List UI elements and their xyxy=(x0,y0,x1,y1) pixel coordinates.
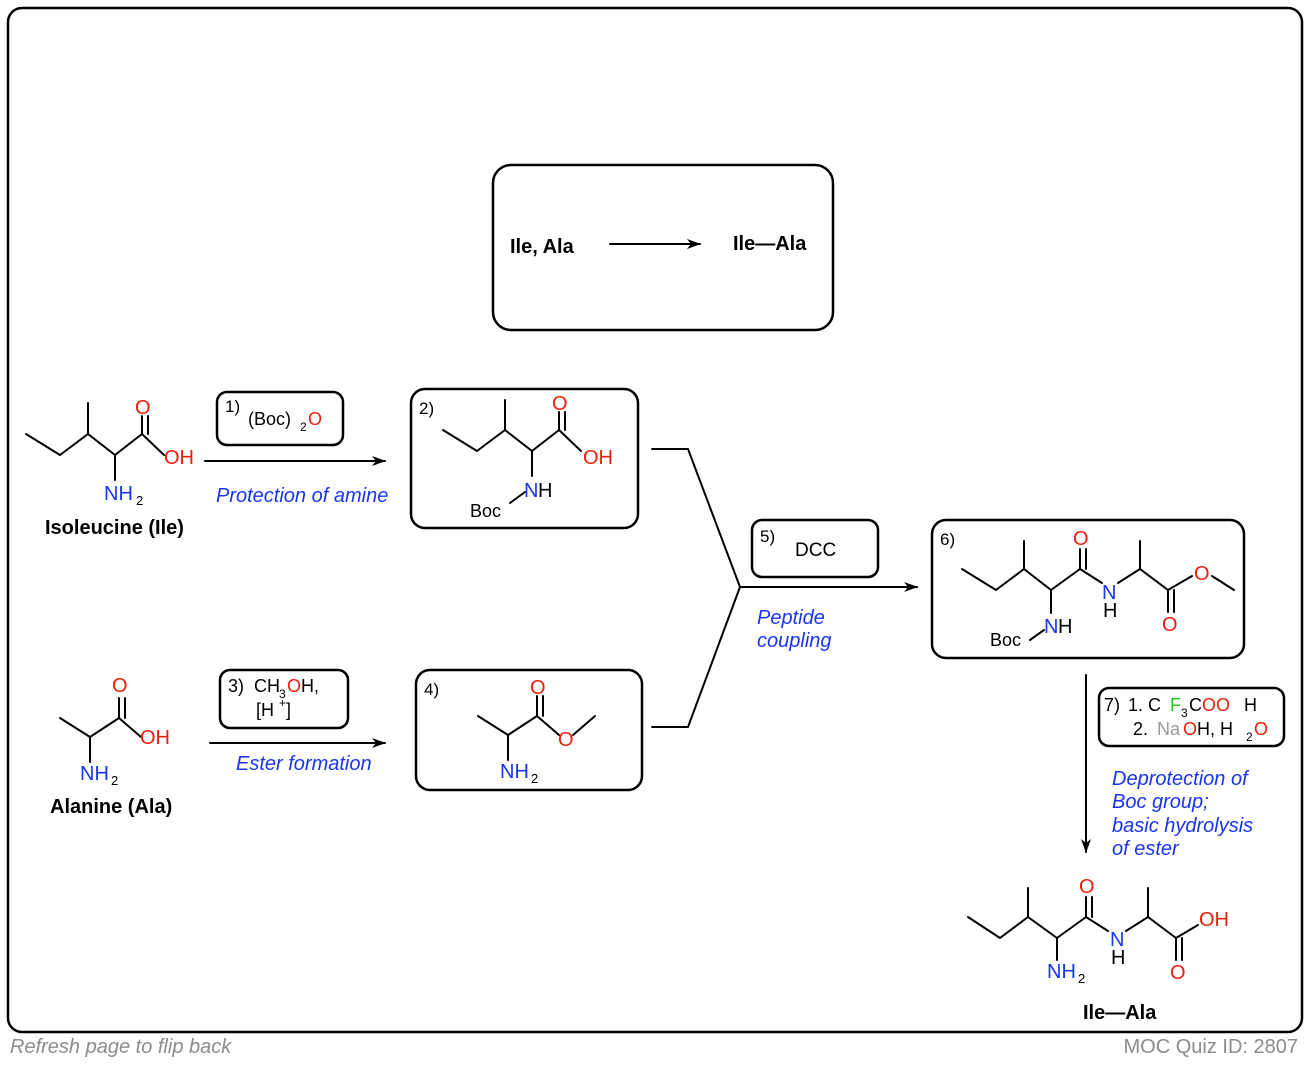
svg-text:2: 2 xyxy=(531,771,538,786)
svg-text:2): 2) xyxy=(419,399,434,418)
svg-text:O: O xyxy=(135,397,151,419)
step5-note-line1: Peptide xyxy=(757,607,825,629)
step3-note: Ester formation xyxy=(236,753,372,775)
svg-text:6): 6) xyxy=(940,530,955,549)
svg-text:2: 2 xyxy=(1246,730,1253,744)
svg-text:4): 4) xyxy=(424,680,439,699)
refresh-hint: Refresh page to flip back xyxy=(10,1036,232,1058)
svg-text:7): 7) xyxy=(1104,695,1120,715)
svg-text:N: N xyxy=(1102,582,1116,604)
isoleucine-structure: O OH NH 2 Isoleucine (Ile) xyxy=(25,397,194,539)
svg-text:H: H xyxy=(1058,616,1072,638)
svg-text:2: 2 xyxy=(111,773,118,788)
svg-text:3: 3 xyxy=(279,687,286,701)
svg-text:O: O xyxy=(1073,528,1089,550)
svg-text:O: O xyxy=(552,393,568,415)
quiz-id: MOC Quiz ID: 2807 xyxy=(1123,1036,1298,1058)
step7-note-line2: Boc group; xyxy=(1112,791,1209,813)
connector-top xyxy=(651,448,741,588)
svg-text:3): 3) xyxy=(228,676,244,696)
isoleucine-name: Isoleucine (Ile) xyxy=(45,517,184,539)
svg-text:5): 5) xyxy=(760,527,775,546)
svg-text:H, H: H, H xyxy=(1197,719,1233,739)
svg-text:O: O xyxy=(287,676,301,696)
step4-alanine-methyl-ester: 4) O O NH 2 xyxy=(414,668,644,792)
svg-text:H: H xyxy=(1103,600,1117,622)
svg-text:3: 3 xyxy=(1181,706,1188,720)
svg-text:H: H xyxy=(538,480,552,502)
svg-text:C: C xyxy=(1189,695,1202,715)
svg-text:1): 1) xyxy=(225,397,240,416)
svg-text:NH: NH xyxy=(500,761,529,783)
svg-text:OH: OH xyxy=(583,447,613,469)
svg-text:2: 2 xyxy=(1078,971,1085,986)
svg-text:N: N xyxy=(524,480,538,502)
step7-reagent: 7) 1. C F 3 C OO H 2. Na O H, H 2 O xyxy=(1097,686,1286,748)
svg-text:O: O xyxy=(1170,962,1186,984)
svg-text:N: N xyxy=(1044,616,1058,638)
svg-text:]: ] xyxy=(286,700,291,720)
step6-protected-dipeptide: 6) O N H O O N H Boc xyxy=(930,518,1246,660)
svg-text:F: F xyxy=(1170,695,1181,715)
alanine-name: Alanine (Ala) xyxy=(50,796,172,818)
svg-text:N: N xyxy=(1110,929,1124,951)
svg-text:O: O xyxy=(1183,719,1197,739)
svg-text:OH: OH xyxy=(1199,909,1229,931)
svg-text:2: 2 xyxy=(136,493,143,508)
summary-right: Ile—Ala xyxy=(733,233,807,255)
outer-frame xyxy=(6,6,1304,1034)
svg-text:NH: NH xyxy=(80,763,109,785)
summary-left: Ile, Ala xyxy=(510,236,575,258)
svg-text:O: O xyxy=(308,409,322,429)
step7-note-line3: basic hydrolysis xyxy=(1112,815,1253,837)
svg-text:OO: OO xyxy=(1202,695,1230,715)
svg-text:2.: 2. xyxy=(1133,719,1148,739)
svg-text:(Boc): (Boc) xyxy=(248,409,291,429)
svg-text:O: O xyxy=(1254,719,1268,739)
svg-text:NH: NH xyxy=(1047,961,1076,983)
svg-text:H,: H, xyxy=(301,676,319,696)
svg-text:O: O xyxy=(112,675,128,697)
svg-text:+: + xyxy=(279,696,286,710)
svg-text:O: O xyxy=(1194,563,1210,585)
step2-boc-isoleucine: 2) O OH N H Boc xyxy=(409,387,640,530)
svg-text:CH: CH xyxy=(254,676,280,696)
step5-note-line2: coupling xyxy=(757,630,832,652)
svg-text:O: O xyxy=(530,677,546,699)
svg-text:1. C: 1. C xyxy=(1128,695,1161,715)
product-ile-ala: O N H OH O NH 2 Ile—Ala xyxy=(967,876,1229,1024)
svg-text:NH: NH xyxy=(104,483,133,505)
alanine-structure: O OH NH 2 Alanine (Ala) xyxy=(50,675,172,818)
svg-text:Na: Na xyxy=(1157,719,1181,739)
svg-text:Boc: Boc xyxy=(470,501,501,521)
connector-bottom xyxy=(651,586,741,728)
step7-note-line4: of ester xyxy=(1112,838,1180,860)
svg-text:O: O xyxy=(1079,876,1095,898)
svg-text:OH: OH xyxy=(140,727,170,749)
step1-note: Protection of amine xyxy=(216,485,388,507)
svg-text:OH: OH xyxy=(164,447,194,469)
svg-text:O: O xyxy=(1162,614,1178,636)
svg-text:Boc: Boc xyxy=(990,630,1021,650)
svg-text:[H: [H xyxy=(256,700,274,720)
svg-text:H: H xyxy=(1244,695,1257,715)
svg-text:H: H xyxy=(1111,947,1125,969)
summary-box: Ile, Ala Ile—Ala xyxy=(491,163,835,332)
step7-note-line1: Deprotection of xyxy=(1112,768,1250,790)
svg-text:O: O xyxy=(558,729,574,751)
step3-reagent: 3) CH 3 O H, [H + ] xyxy=(218,668,350,730)
svg-text:DCC: DCC xyxy=(795,540,836,561)
svg-text:2: 2 xyxy=(300,420,307,434)
step5-reagent: 5) DCC xyxy=(750,518,880,579)
product-name: Ile—Ala xyxy=(1083,1002,1157,1024)
step1-reagent: 1) (Boc) 2 O xyxy=(215,390,345,447)
